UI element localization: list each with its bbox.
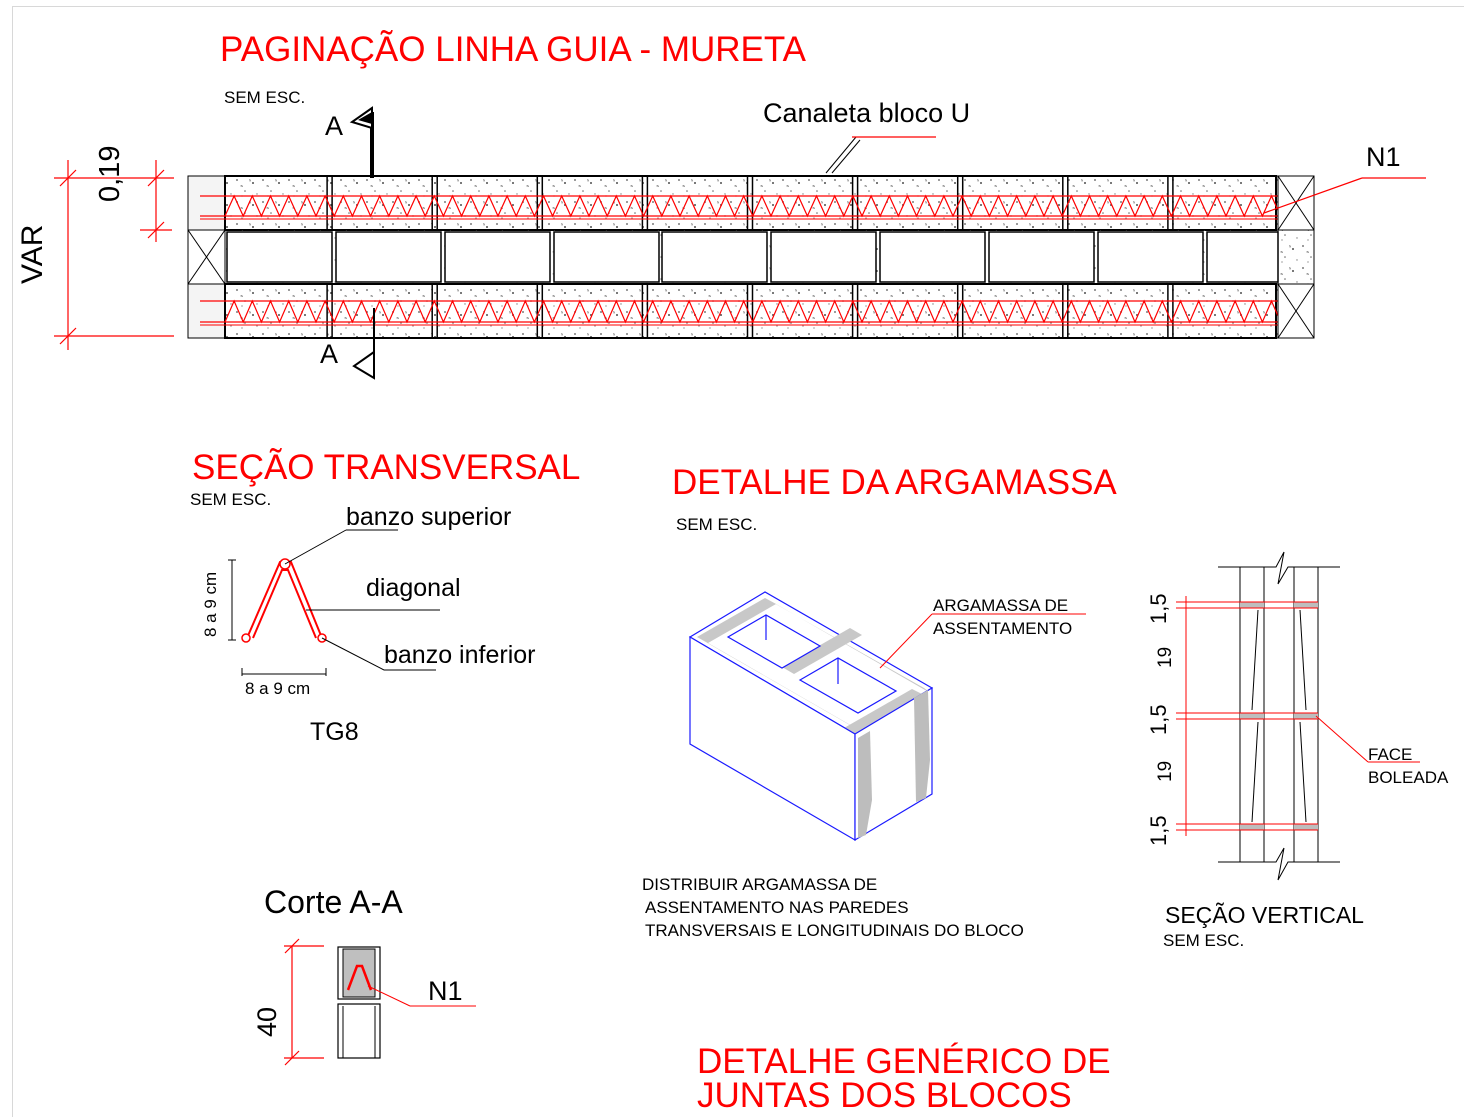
section-marker-bottom (352, 308, 375, 380)
truss-cross-section (228, 529, 440, 676)
banzo-superior-label: banzo superior (346, 503, 512, 531)
truss-code: TG8 (310, 718, 359, 746)
joint-dim-3: 1,5 (1146, 815, 1171, 846)
argamassa-note-1: DISTRIBUIR ARGAMASSA DE (642, 875, 878, 894)
argamassa-title: DETALHE DA ARGAMASSA (672, 463, 1117, 502)
truss-width-dim: 8 a 9 cm (245, 679, 311, 698)
corte-n1-label: N1 (428, 976, 463, 1006)
argamassa-note-3: TRANSVERSAIS E LONGITUDINAIS DO BLOCO (645, 921, 1024, 940)
beam-end-left (187, 175, 226, 231)
dimension-019 (140, 160, 172, 242)
dim-var-label: VAR (16, 224, 49, 284)
bottom-bond-beam-row (187, 283, 1315, 339)
top-bond-beam-row (187, 175, 1315, 231)
secao-vertical-title: SEÇÃO VERTICAL (1165, 902, 1364, 928)
hollow-block (226, 231, 333, 283)
face-boleada-2: BOLEADA (1368, 768, 1449, 787)
dimension-var (54, 160, 174, 350)
diagonal-label: diagonal (366, 574, 461, 602)
argamassa-note-2: ASSENTAMENTO NAS PAREDES (645, 898, 909, 917)
hollow-block (335, 231, 442, 283)
hollow-block (1206, 231, 1279, 283)
hollow-block (988, 231, 1095, 283)
section-mark-bottom: A (320, 339, 339, 369)
plan-view (54, 106, 1426, 380)
joint-dim-2: 1,5 (1146, 704, 1171, 735)
end-cap-cross (187, 229, 226, 285)
n1-leader (1263, 177, 1426, 214)
corte-aa-section (284, 938, 476, 1066)
end-caps (187, 175, 1315, 339)
secao-vertical-scale: SEM ESC. (1163, 931, 1245, 950)
canaleta-leader (825, 136, 936, 174)
plan-scale: SEM ESC. (224, 88, 306, 107)
canaleta-label: Canaleta bloco U (763, 98, 971, 128)
secao-transversal-scale: SEM ESC. (190, 490, 272, 509)
end-cap-solid (1277, 229, 1315, 285)
juntas-title-1: DETALHE GENÉRICO DE (697, 1042, 1111, 1081)
isometric-block (688, 591, 1086, 842)
bottom-truss-rebar (200, 299, 1312, 326)
face-boleada-1: FACE (1368, 745, 1413, 764)
section-mark-top: A (325, 111, 344, 141)
vertical-section (1176, 551, 1420, 881)
corte-title: Corte A-A (264, 884, 403, 920)
argamassa-label-2: ASSENTAMENTO (933, 619, 1073, 638)
banzo-inferior-label: banzo inferior (384, 641, 536, 669)
end-cap-cross (1277, 175, 1315, 231)
hollow-block (553, 231, 660, 283)
block-dim-1: 19 (1155, 646, 1176, 668)
corte-dim: 40 (252, 1006, 282, 1037)
argamassa-label-1: ARGAMASSA DE (933, 596, 1069, 615)
hollow-block (879, 231, 986, 283)
sheet-frame (12, 6, 1464, 1117)
truss-height-dim: 8 a 9 cm (201, 571, 220, 637)
hollow-block (1097, 231, 1204, 283)
beam-row (224, 283, 1277, 339)
hollow-block (661, 231, 768, 283)
beam-end-left (187, 283, 226, 339)
top-truss-rebar (200, 194, 1312, 220)
middle-block-row (187, 229, 1315, 285)
argamassa-scale: SEM ESC. (676, 515, 758, 534)
block-dim-2: 19 (1155, 760, 1176, 782)
dim-019-label: 0,19 (94, 145, 126, 202)
plan-title: PAGINAÇÃO LINHA GUIA - MURETA (220, 30, 807, 69)
hollow-block (770, 231, 877, 283)
hollow-block (444, 231, 551, 283)
secao-transversal-title: SEÇÃO TRANSVERSAL (192, 448, 581, 487)
section-marker-top (349, 106, 374, 178)
juntas-title-2: JUNTAS DOS BLOCOS (697, 1076, 1072, 1115)
end-cap-cross (1277, 283, 1315, 339)
n1-label: N1 (1366, 142, 1401, 172)
joint-dim-1: 1,5 (1146, 593, 1171, 624)
